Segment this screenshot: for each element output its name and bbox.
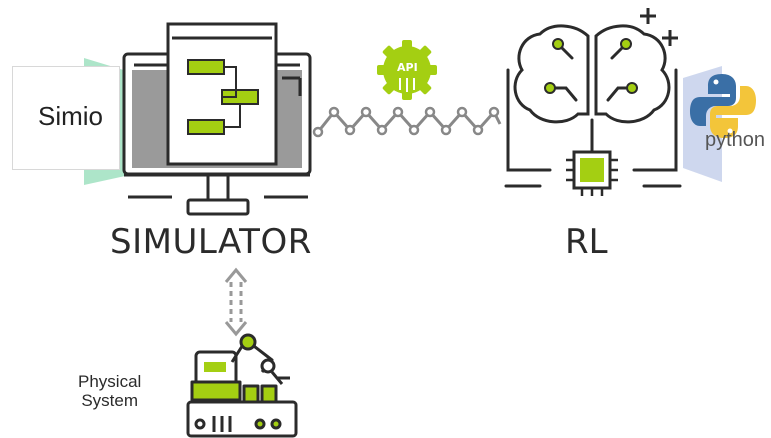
zigzag-link bbox=[312, 106, 502, 138]
api-gear-icon bbox=[377, 40, 437, 100]
api-label: API bbox=[397, 61, 418, 74]
python-logo-text: python bbox=[705, 129, 766, 151]
sparkle-icon bbox=[640, 8, 678, 46]
flowchart-panel bbox=[166, 22, 278, 166]
simulator-label: SIMULATOR bbox=[110, 222, 312, 262]
robot-arm-icon bbox=[186, 333, 298, 438]
brain-icon bbox=[504, 24, 682, 188]
physical-label-line1: Physical bbox=[78, 372, 142, 391]
double-arrow-icon bbox=[224, 267, 248, 337]
chip-icon bbox=[566, 150, 618, 196]
physical-system-label: Physical System bbox=[78, 372, 141, 410]
python-logo-icon bbox=[690, 74, 756, 138]
physical-label-line2: System bbox=[81, 391, 138, 410]
rl-label: RL bbox=[565, 222, 608, 262]
simio-logo-box bbox=[12, 66, 120, 170]
brain-nodes bbox=[544, 38, 638, 94]
simio-logo-text: Simio bbox=[38, 101, 104, 131]
